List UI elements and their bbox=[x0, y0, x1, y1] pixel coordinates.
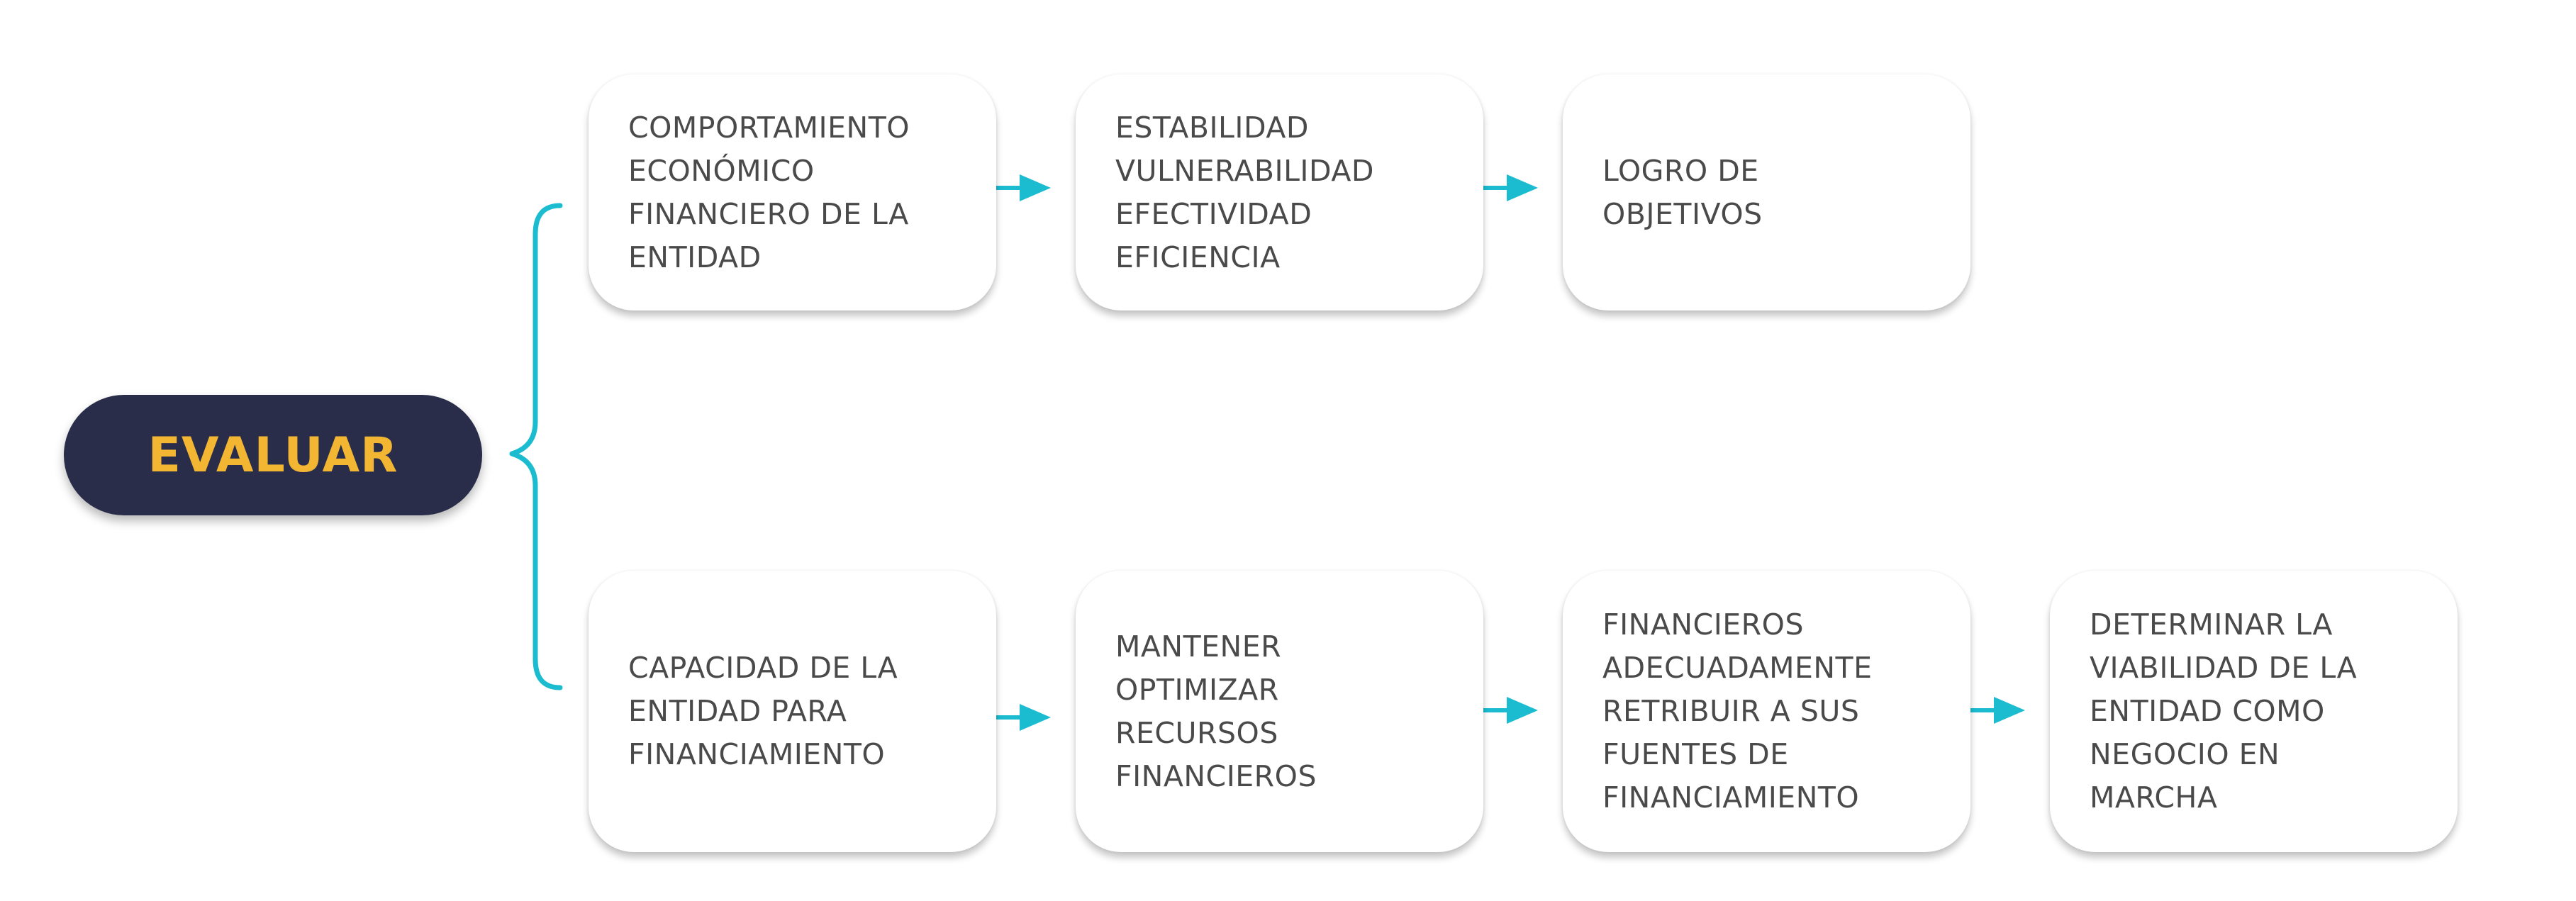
box-text: FINANCIEROS ADECUADAMENTE RETRIBUIR A SU… bbox=[1602, 608, 1873, 815]
box-retribuir-fuentes: FINANCIEROS ADECUADAMENTE RETRIBUIR A SU… bbox=[1563, 571, 1970, 852]
box-text: COMPORTAMIENTO ECONÓMICO FINANCIERO DE L… bbox=[628, 110, 910, 274]
box-estabilidad: ESTABILIDAD VULNERABILIDAD EFECTIVIDAD E… bbox=[1076, 74, 1483, 310]
box-text: LOGRO DE OBJETIVOS bbox=[1602, 153, 1763, 231]
box-viabilidad-negocio: DETERMINAR LA VIABILIDAD DE LA ENTIDAD C… bbox=[2050, 571, 2458, 852]
box-comportamiento-economico: COMPORTAMIENTO ECONÓMICO FINANCIERO DE L… bbox=[589, 74, 996, 310]
box-text: DETERMINAR LA VIABILIDAD DE LA ENTIDAD C… bbox=[2090, 608, 2358, 815]
box-mantener-optimizar: MANTENER OPTIMIZAR RECURSOS FINANCIEROS bbox=[1076, 571, 1483, 852]
box-logro-objetivos: LOGRO DE OBJETIVOS bbox=[1563, 74, 1970, 310]
box-text: MANTENER OPTIMIZAR RECURSOS FINANCIEROS bbox=[1115, 629, 1317, 793]
central-node-evaluar: EVALUAR bbox=[64, 395, 482, 515]
arrow-row2-2-3 bbox=[1483, 697, 1538, 724]
arrow-row2-3-4 bbox=[1970, 697, 2025, 724]
curly-brace-connector bbox=[509, 203, 563, 690]
arrow-row1-2-3 bbox=[1483, 174, 1538, 201]
arrow-row2-1-2 bbox=[996, 704, 1051, 731]
box-text: ESTABILIDAD VULNERABILIDAD EFECTIVIDAD E… bbox=[1115, 110, 1374, 274]
arrow-row1-1-2 bbox=[996, 174, 1051, 201]
box-text: CAPACIDAD DE LA ENTIDAD PARA FINANCIAMIE… bbox=[628, 651, 898, 771]
central-node-label: EVALUAR bbox=[147, 427, 398, 483]
box-capacidad-financiamiento: CAPACIDAD DE LA ENTIDAD PARA FINANCIAMIE… bbox=[589, 571, 996, 852]
